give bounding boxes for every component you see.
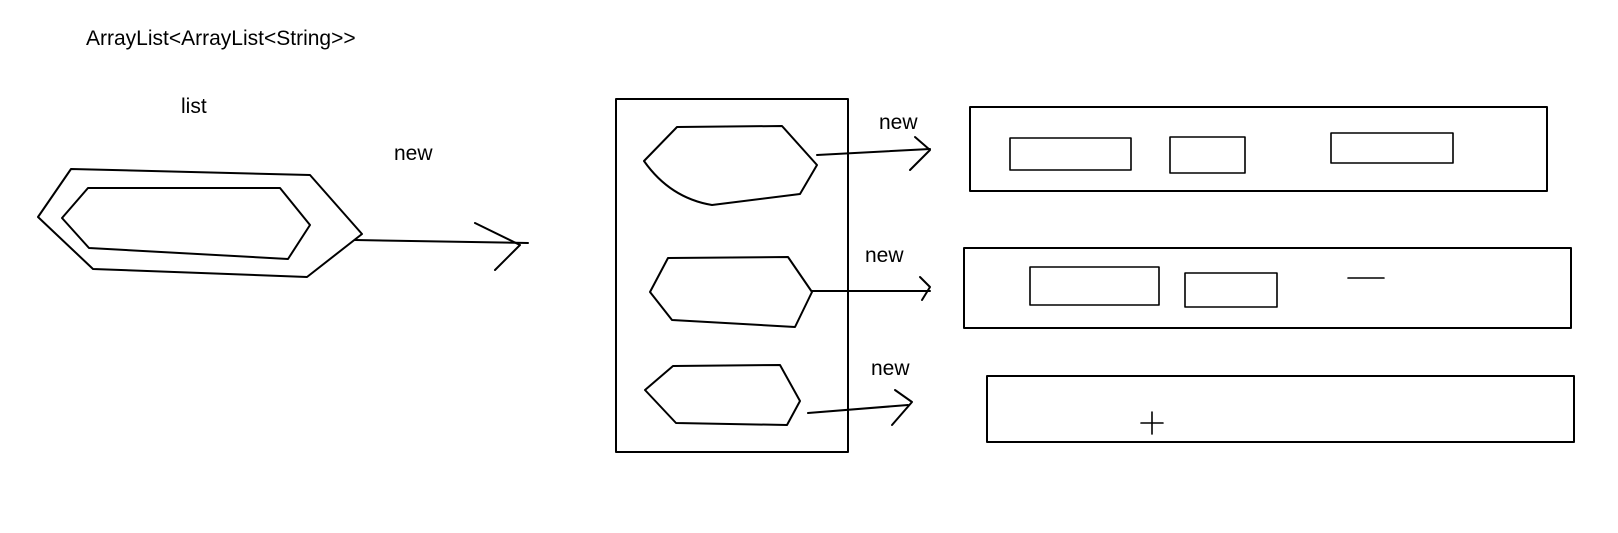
main-new-label: new: [394, 142, 433, 165]
inner-arraylist-row-2: [963, 247, 1572, 329]
reference-slot-3: [644, 364, 801, 426]
row-1-new-arrow-line: [816, 148, 931, 156]
row-1-string-box-1: [1009, 137, 1132, 171]
row-2-string-box-2: [1184, 272, 1278, 308]
list-variable-label: list: [181, 95, 207, 118]
row-3-new-arrow-line: [807, 404, 909, 414]
row-3-new-label: new: [871, 357, 910, 380]
row-1-string-box-2: [1169, 136, 1246, 174]
list-reference-outer-shape: [37, 168, 363, 278]
main-new-arrow-head: [474, 222, 521, 271]
reference-slot-1: [643, 125, 818, 206]
row-1-string-box-3: [1330, 132, 1454, 164]
row-2-new-label: new: [865, 244, 904, 267]
list-reference-inner-shape: [61, 187, 311, 260]
row-2-new-arrow-head: [919, 276, 931, 301]
diagram-title: ArrayList<ArrayList<String>>: [86, 27, 356, 50]
inner-arraylist-row-3: [986, 375, 1575, 443]
inner-arraylist-row-1: [969, 106, 1548, 192]
row-3-new-arrow-head: [891, 389, 913, 426]
outer-arraylist-box: [615, 98, 849, 453]
row-2-string-box-1: [1029, 266, 1160, 306]
row-1-new-label: new: [879, 111, 918, 134]
cursor-crosshair-icon: [1140, 411, 1164, 435]
main-new-arrow-line: [354, 239, 529, 244]
row-1-new-arrow-head: [909, 136, 931, 171]
reference-slot-2: [649, 256, 813, 328]
